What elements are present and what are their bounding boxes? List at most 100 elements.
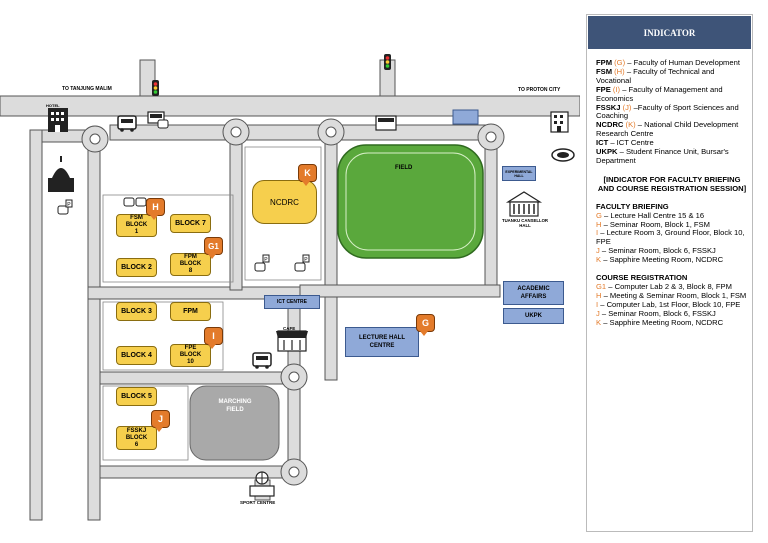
course-registration-title: COURSE REGISTRATION bbox=[596, 273, 688, 283]
legend-entry: ICT – ICT Centre bbox=[596, 138, 748, 148]
building-block5: BLOCK 5 bbox=[116, 387, 157, 406]
legend-list-item: I – Computer Lab, 1st Floor, Block 10, F… bbox=[596, 299, 748, 310]
parking-icon: P bbox=[254, 254, 270, 272]
legend-panel: INDICATOR FPM (G) – Faculty of Human Dev… bbox=[586, 14, 753, 532]
marker-h[interactable]: H bbox=[146, 198, 165, 220]
building-ukpk: UKPK bbox=[503, 308, 564, 324]
road-label-tanjung-malim: TO TANJUNG MALIM bbox=[62, 86, 112, 92]
legend-list-code: I bbox=[596, 299, 599, 309]
legend-entry-code: (K) bbox=[625, 120, 636, 130]
legend-list-item: G – Lecture Hall Centre 15 & 16 bbox=[596, 210, 748, 221]
legend-list-text: – Lecture Room 3, Ground Floor, Block 10… bbox=[596, 228, 745, 247]
basketball-icon bbox=[249, 471, 275, 497]
mosque-icon bbox=[48, 156, 74, 192]
legend-title: INDICATOR bbox=[588, 16, 751, 49]
marker-g[interactable]: G bbox=[416, 314, 435, 336]
bus-icon bbox=[252, 352, 272, 369]
legend-entry: UKPK – Student Finance Unit, Bursar's De… bbox=[596, 147, 748, 166]
tuanku-cansellor-hall-label: TUANKU CANSELLOR HALL bbox=[501, 218, 549, 228]
building-block2: BLOCK 2 bbox=[116, 258, 157, 277]
shop-icon bbox=[375, 115, 397, 131]
shop-icon bbox=[147, 111, 165, 124]
building-block4: BLOCK 4 bbox=[116, 346, 157, 365]
building-fsm-block1: FSM BLOCK 1 bbox=[116, 214, 157, 237]
legend-entry-text: – National Child Development Research Ce… bbox=[596, 120, 739, 139]
legend-entry-code: (H) bbox=[614, 66, 625, 76]
legend-list-code: I bbox=[596, 228, 599, 238]
traffic-light-icon bbox=[152, 80, 159, 96]
legend-list-item: K – Sapphire Meeting Room, NCDRC bbox=[596, 317, 748, 328]
stadium-icon bbox=[551, 148, 575, 162]
building-lecture-hall-centre: LECTURE HALL CENTRE bbox=[345, 327, 419, 357]
legend-list-text: – Sapphire Meeting Room, NCDRC bbox=[601, 255, 724, 265]
cafe-label: CAFE bbox=[283, 326, 296, 331]
legend-list-item: H – Meeting & Seminar Room, Block 1, FSM bbox=[596, 290, 748, 301]
bus-icon bbox=[117, 115, 137, 132]
building-fpm-block8: FPM BLOCK 8 bbox=[170, 253, 211, 276]
legend-entry-code: (G) bbox=[614, 58, 626, 67]
building-fpm: FPM bbox=[170, 302, 211, 321]
building-fpe-block10: FPE BLOCK 10 bbox=[170, 344, 211, 367]
legend-list-item: G1 – Computer Lab 2 & 3, Block 8, FPM bbox=[596, 281, 748, 292]
legend-entry-abbr: FSSKJ bbox=[596, 102, 621, 112]
legend-entry: FPE (I) – Faculty of Management and Econ… bbox=[596, 84, 748, 104]
road-label-proton-city: TO PROTON CITY bbox=[518, 87, 561, 93]
legend-entry-code: (I) bbox=[612, 84, 621, 94]
legend-entry-abbr: UKPK bbox=[596, 147, 618, 157]
legend-list-code: G1 bbox=[596, 281, 607, 291]
experimental-hall: EXPERIMENTAL HALL bbox=[502, 166, 536, 181]
legend-list-code: K bbox=[596, 255, 602, 265]
traffic-light-icon bbox=[384, 54, 391, 70]
legend-list-item: J – Seminar Room, Block 6, FSSKJ bbox=[596, 246, 748, 256]
marker-j[interactable]: J bbox=[151, 410, 170, 432]
building-block7: BLOCK 7 bbox=[170, 214, 211, 233]
indicator-heading: [INDICATOR FOR FACULTY BRIEFING AND COUR… bbox=[597, 174, 747, 193]
legend-entry: FSSKJ (J) –Faculty of Sport Sciences and… bbox=[596, 102, 748, 122]
marker-k[interactable]: K bbox=[298, 164, 317, 186]
legend-list-item: K – Sapphire Meeting Room, NCDRC bbox=[596, 255, 748, 265]
legend-list-text: – Seminar Room, Block 6, FSSKJ bbox=[599, 308, 716, 318]
legend-list-code: J bbox=[596, 246, 600, 256]
legend-list-text: – Computer Lab, 1st Floor, Block 10, FPE bbox=[598, 299, 741, 309]
legend-entry-abbr: FSM bbox=[596, 66, 613, 76]
legend-entry-abbr: ICT bbox=[596, 138, 609, 148]
legend-list-text: – Sapphire Meeting Room, NCDRC bbox=[601, 317, 724, 327]
faculty-briefing-title: FACULTY BRIEFING bbox=[596, 201, 669, 211]
legend-list-item: H – Seminar Room, Block 1, FSM bbox=[596, 219, 748, 230]
sport-centre-label: SPORT CENTRE bbox=[240, 500, 276, 505]
hotel-label: HOTEL bbox=[46, 103, 60, 108]
hall-icon bbox=[505, 191, 543, 217]
legend-list-text: – Computer Lab 2 & 3, Block 8, FPM bbox=[606, 281, 732, 291]
hotel-icon bbox=[48, 108, 68, 132]
marker-i[interactable]: I bbox=[204, 327, 223, 349]
legend-entry-text: – ICT Centre bbox=[608, 138, 654, 148]
legend-list-text: – Lecture Hall Centre 15 & 16 bbox=[601, 210, 705, 220]
svg-text:P: P bbox=[304, 257, 308, 263]
parking-icon bbox=[123, 197, 147, 207]
road-network: P P P bbox=[0, 54, 580, 521]
building-fsskj-block6: FSSKJ BLOCK 6 bbox=[116, 426, 157, 450]
legend-list-code: H bbox=[596, 219, 602, 229]
legend-entry-text: –Faculty of Sport Sciences and Coaching bbox=[596, 102, 739, 121]
legend-list-text: – Meeting & Seminar Room, Block 1, FSM bbox=[601, 290, 747, 300]
building-block3: BLOCK 3 bbox=[116, 302, 157, 321]
legend-entry-text: – Faculty of Human Development bbox=[625, 58, 740, 67]
legend-list-text: – Seminar Room, Block 6, FSSKJ bbox=[599, 246, 716, 256]
svg-text:P: P bbox=[67, 202, 71, 208]
building-ncdrc: NCDRC bbox=[252, 180, 317, 224]
parking-icon: P bbox=[294, 254, 310, 272]
parking-icon bbox=[157, 119, 169, 129]
legend-entry-code: (J) bbox=[622, 102, 632, 112]
parking-icon: P bbox=[57, 199, 73, 215]
legend-entry: FSM (H) – Faculty of Technical and Vocat… bbox=[596, 66, 748, 86]
legend-entry-abbr: FPM bbox=[596, 58, 613, 67]
office-building-icon bbox=[550, 111, 569, 133]
legend-entry-text: – Faculty of Technical and Vocational bbox=[596, 66, 715, 85]
building-academic-affairs: ACADEMIC AFFAIRS bbox=[503, 281, 564, 305]
legend-entry-abbr: NCDRC bbox=[596, 120, 624, 130]
legend-list-code: J bbox=[596, 308, 600, 318]
marker-g1[interactable]: G1 bbox=[204, 237, 223, 259]
